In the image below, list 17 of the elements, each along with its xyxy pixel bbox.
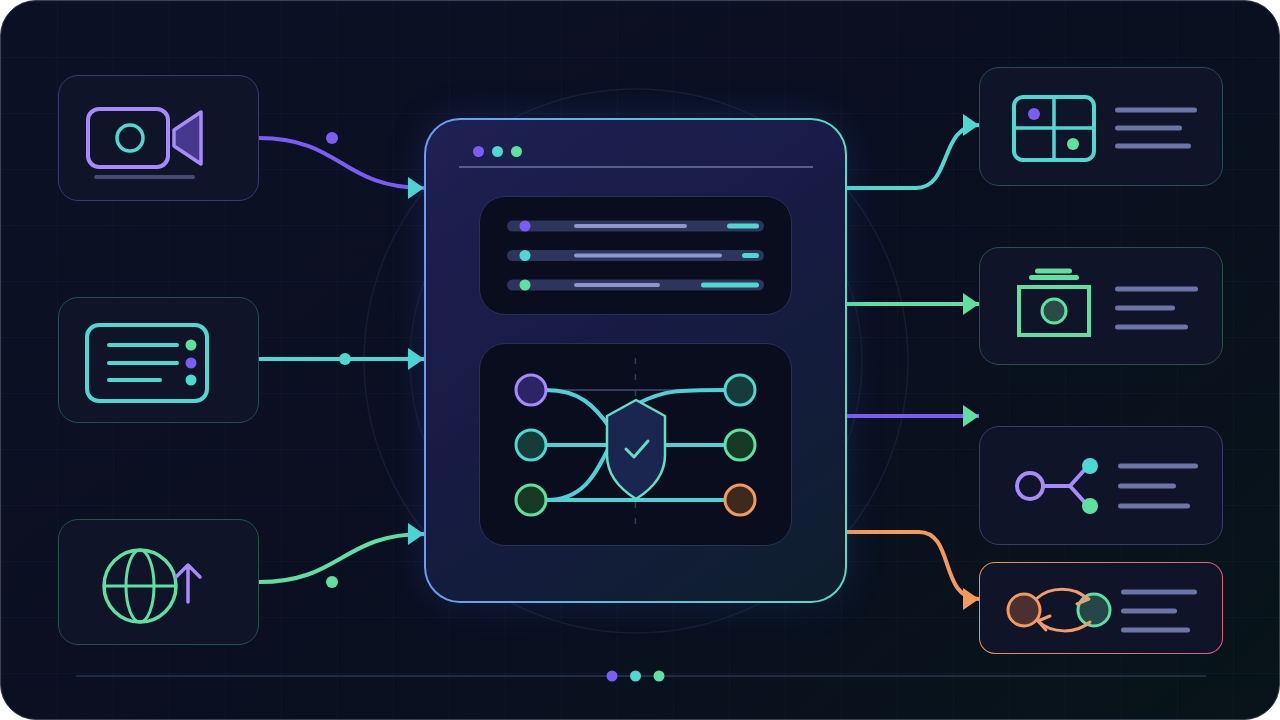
- output-card: [979, 426, 1223, 545]
- inner-panel: [479, 343, 792, 546]
- output-card: [979, 247, 1223, 365]
- arrow: [847, 293, 979, 315]
- arrow: [847, 530, 980, 608]
- source-card: [58, 519, 259, 645]
- arrow: [847, 116, 980, 190]
- arrow: [847, 405, 979, 427]
- output-card: [979, 67, 1223, 186]
- central-panel: [424, 118, 847, 603]
- output-card: [979, 562, 1223, 654]
- arrow: [259, 348, 424, 370]
- source-card: [58, 297, 259, 423]
- source-card: [58, 75, 259, 201]
- arrow: [258, 136, 425, 199]
- arrow: [258, 523, 425, 584]
- inner-panel: [479, 196, 792, 315]
